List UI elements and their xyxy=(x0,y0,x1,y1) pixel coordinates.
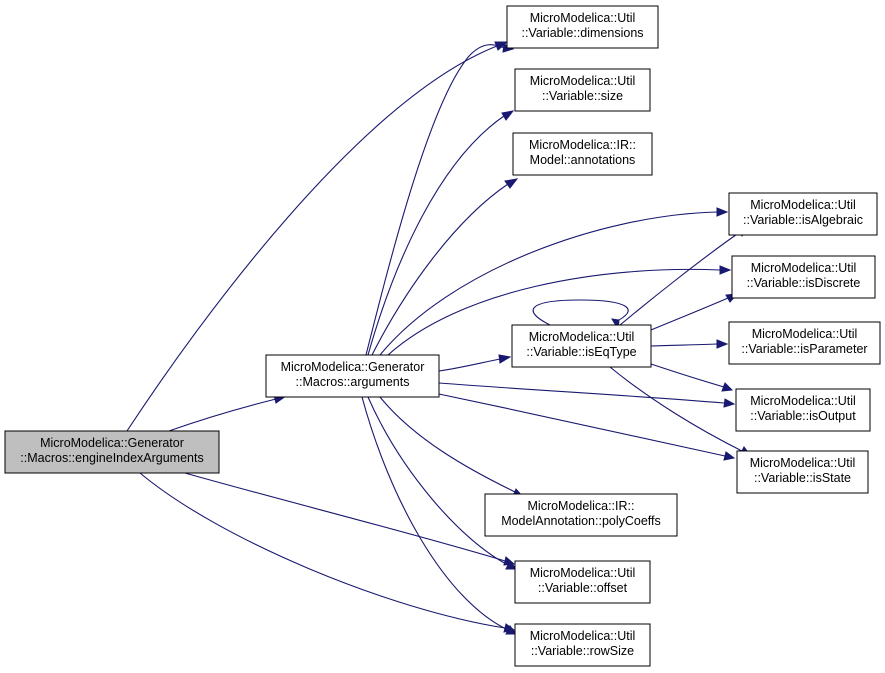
node-label-1: MicroModelica::Util xyxy=(529,330,635,344)
call-edges xyxy=(126,41,751,635)
node-box xyxy=(484,493,678,537)
node-label-2: ModelAnnotation::polyCoeffs xyxy=(501,514,661,528)
node-isparameter[interactable]: MicroModelica::Util::Variable::isParamet… xyxy=(728,321,881,365)
edge-engine-to-dimensions xyxy=(126,45,498,432)
node-box xyxy=(511,324,652,368)
edge-arguments-to-isdiscrete xyxy=(387,268,721,356)
node-label-1: MicroModelica::Util xyxy=(752,327,858,341)
node-offset[interactable]: MicroModelica::Util::Variable::offset xyxy=(514,560,651,604)
node-label-2: ::Variable::dimensions xyxy=(521,26,643,40)
edge-arguments-to-annotations xyxy=(371,183,509,356)
node-label-1: MicroModelica::Util xyxy=(530,74,636,88)
node-dimensions[interactable]: MicroModelica::Util::Variable::dimension… xyxy=(506,5,659,49)
node-box xyxy=(736,450,869,494)
node-rowsize[interactable]: MicroModelica::Util::Variable::rowSize xyxy=(514,623,651,667)
node-isstate[interactable]: MicroModelica::Util::Variable::isState xyxy=(736,450,869,494)
edge-arguments-to-annotations-arrowhead xyxy=(504,178,519,189)
node-label-2: ::Variable::rowSize xyxy=(531,644,634,658)
edge-arguments-to-iseqtype xyxy=(438,358,501,372)
edge-arguments-to-rowsize-arrowhead xyxy=(505,625,517,635)
node-label-2: ::Variable::isState xyxy=(754,471,851,485)
node-label-1: MicroModelica::Util xyxy=(750,394,856,408)
node-label-2: ::Variable::isEqType xyxy=(526,345,636,359)
node-box xyxy=(514,560,651,604)
node-label-1: MicroModelica::Generator xyxy=(40,436,184,450)
node-label-1: MicroModelica::Util xyxy=(750,456,856,470)
edge-arguments-to-isalgebraic-arrowhead xyxy=(716,207,729,217)
edge-arguments-to-isoutput-arrowhead xyxy=(723,398,736,408)
edge-iseqtype-to-isoutput xyxy=(650,363,725,388)
node-polycoeffs[interactable]: MicroModelica::IR::ModelAnnotation::poly… xyxy=(484,493,678,537)
node-iseqtype[interactable]: MicroModelica::Util::Variable::isEqType xyxy=(511,324,652,368)
node-label-2: ::Variable::offset xyxy=(538,581,628,595)
node-label-1: MicroModelica::Generator xyxy=(281,360,425,374)
edge-iseqtype-to-isoutput-arrowhead xyxy=(721,382,734,392)
node-label-1: MicroModelica::Util xyxy=(530,629,636,643)
node-box xyxy=(728,321,881,365)
node-label-2: ::Variable::size xyxy=(542,89,623,103)
node-isoutput[interactable]: MicroModelica::Util::Variable::isOutput xyxy=(735,388,871,432)
node-box xyxy=(506,5,659,49)
edge-iseqtype-to-isdiscrete xyxy=(650,297,729,331)
node-engineindexarguments[interactable]: MicroModelica::Generator::Macros::engine… xyxy=(4,430,220,474)
edge-iseqtype-self-loop xyxy=(532,299,629,326)
node-label-2: ::Variable::isDiscrete xyxy=(747,276,861,290)
node-box xyxy=(4,430,220,474)
call-nodes: MicroModelica::Generator::Macros::engine… xyxy=(4,5,881,667)
edge-arguments-to-rowsize xyxy=(361,396,509,631)
node-label-1: MicroModelica::IR:: xyxy=(528,499,635,513)
edge-iseqtype-to-isalgebraic xyxy=(619,231,741,326)
node-label-2: ::Macros::engineIndexArguments xyxy=(20,451,203,465)
node-label-1: MicroModelica::Util xyxy=(751,261,857,275)
node-label-2: ::Variable::isOutput xyxy=(750,409,856,423)
node-box xyxy=(514,623,651,667)
node-box xyxy=(514,68,651,112)
edge-arguments-to-isalgebraic xyxy=(379,211,718,356)
edge-arguments-to-isstate-arrowhead xyxy=(723,451,736,461)
edge-arguments-to-isdiscrete-arrowhead xyxy=(719,265,732,275)
edge-arguments-to-offset xyxy=(367,396,509,566)
edge-arguments-to-iseqtype-arrowhead xyxy=(498,354,512,364)
edge-engine-to-rowsize xyxy=(139,472,506,629)
node-label-2: ::Variable::isParameter xyxy=(741,342,867,356)
node-box xyxy=(731,255,876,299)
node-label-2: ::Macros::arguments xyxy=(296,375,410,389)
node-label-2: ::Variable::isAlgebraic xyxy=(743,213,863,227)
edge-arguments-to-dimensions xyxy=(365,44,506,356)
edge-arguments-to-isoutput xyxy=(438,382,725,404)
edge-engine-to-offset xyxy=(184,472,506,562)
node-label-1: MicroModelica::Util xyxy=(530,11,636,25)
node-box xyxy=(735,388,871,432)
edge-arguments-to-isstate xyxy=(438,393,726,457)
node-box xyxy=(728,192,878,236)
node-label-2: Model::annotations xyxy=(530,153,636,167)
edge-arguments-to-polycoeffs xyxy=(379,396,516,493)
node-isdiscrete[interactable]: MicroModelica::Util::Variable::isDiscret… xyxy=(731,255,876,299)
node-box xyxy=(512,132,653,176)
edge-iseqtype-to-isparameter-arrowhead xyxy=(716,339,729,349)
edge-iseqtype-to-isparameter xyxy=(650,343,718,347)
node-label-1: MicroModelica::IR:: xyxy=(529,138,636,152)
node-label-1: MicroModelica::Util xyxy=(530,566,636,580)
node-annotations[interactable]: MicroModelica::IR::Model::annotations xyxy=(512,132,653,176)
edge-arguments-to-offset-arrowhead xyxy=(505,560,517,570)
node-box xyxy=(265,354,440,398)
node-size[interactable]: MicroModelica::Util::Variable::size xyxy=(514,68,651,112)
edge-engine-to-arguments xyxy=(168,398,277,432)
node-isalgebraic[interactable]: MicroModelica::Util::Variable::isAlgebra… xyxy=(728,192,878,236)
edge-arguments-to-size xyxy=(367,115,505,356)
edge-iseqtype-to-isstate xyxy=(609,366,743,452)
edge-arguments-to-size-arrowhead xyxy=(501,110,515,121)
node-label-1: MicroModelica::Util xyxy=(750,198,856,212)
node-arguments[interactable]: MicroModelica::Generator::Macros::argume… xyxy=(265,354,440,398)
